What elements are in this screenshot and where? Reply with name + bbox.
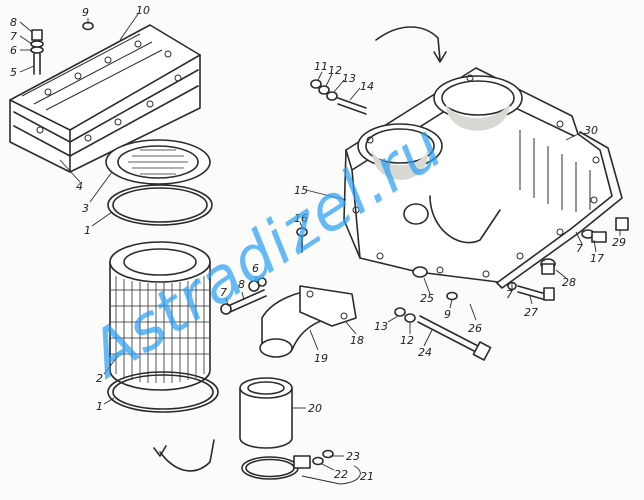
callout-12-top: 12 [328, 64, 342, 77]
callout-7-mid: 7 [506, 288, 513, 301]
plug-part-17 [581, 229, 607, 243]
callout-9-mid: 9 [444, 308, 451, 321]
callout-17: 17 [590, 252, 604, 265]
bolt-part-27 [507, 281, 555, 301]
nut-part-9-mid [446, 291, 458, 301]
callout-13-top: 13 [342, 72, 356, 85]
callout-3: 3 [82, 202, 89, 215]
callout-4: 4 [76, 180, 83, 193]
arrow-top-right [375, 26, 447, 63]
pipe-part-19 [259, 285, 357, 358]
callout-8: 8 [10, 16, 17, 29]
callout-22: 22 [334, 468, 348, 481]
callout-1-bottom: 1 [96, 400, 103, 413]
callout-8-pipe: 8 [238, 278, 245, 291]
callout-7-right: 7 [576, 242, 583, 255]
housing-part-15 [343, 67, 613, 283]
washer-part-16 [296, 227, 308, 253]
callout-20: 20 [308, 402, 322, 415]
sealing-ring-part-1-top [107, 184, 213, 226]
callout-18: 18 [350, 334, 364, 347]
callout-1-top: 1 [84, 224, 91, 237]
callout-23: 23 [346, 450, 360, 463]
gasket-part-3 [105, 139, 211, 185]
bolt-set-11-14 [310, 79, 367, 115]
callout-6-pipe: 6 [252, 262, 259, 275]
callout-7-bolt: 7 [10, 30, 17, 43]
leader-lines [19, 13, 621, 485]
clamp-part-21 [241, 449, 334, 480]
callout-6: 6 [10, 44, 17, 57]
gasket-part-30 [495, 131, 623, 289]
nut-part-25 [412, 266, 428, 278]
sealing-ring-part-1-bottom [107, 371, 219, 413]
callout-10: 10 [136, 4, 150, 17]
callout-21: 21 [360, 470, 374, 483]
callout-24: 24 [418, 346, 432, 359]
callout-28: 28 [562, 276, 576, 289]
callout-19: 19 [314, 352, 328, 365]
bolt-part-24 [394, 307, 492, 361]
callout-11: 11 [314, 60, 328, 73]
callout-12-bottom: 12 [400, 334, 414, 347]
cover-part-10 [9, 24, 201, 173]
callout-9-top: 9 [82, 6, 89, 19]
callout-13-bottom: 13 [374, 320, 388, 333]
callout-26: 26 [468, 322, 482, 335]
callout-14: 14 [360, 80, 374, 93]
callout-5: 5 [10, 66, 17, 79]
plug-part-28 [540, 258, 556, 275]
callout-7-pipe: 7 [220, 286, 227, 299]
callout-27: 27 [524, 306, 538, 319]
callout-2: 2 [96, 372, 103, 385]
sleeve-part-20 [239, 377, 293, 449]
callout-25: 25 [420, 292, 434, 305]
callout-15: 15 [294, 184, 308, 197]
filter-element-part-2 [109, 241, 211, 391]
callout-29: 29 [612, 236, 626, 249]
plug-part-29 [615, 217, 629, 231]
callout-16: 16 [294, 212, 308, 225]
bolt-stack-5-8 [30, 29, 44, 75]
arrow-bottom-left [153, 439, 215, 472]
bolt-part-7-pipe [220, 277, 267, 315]
callout-30: 30 [584, 124, 598, 137]
callout-labels: 8 7 6 5 9 10 4 3 1 2 1 11 12 13 14 15 30… [10, 4, 626, 483]
